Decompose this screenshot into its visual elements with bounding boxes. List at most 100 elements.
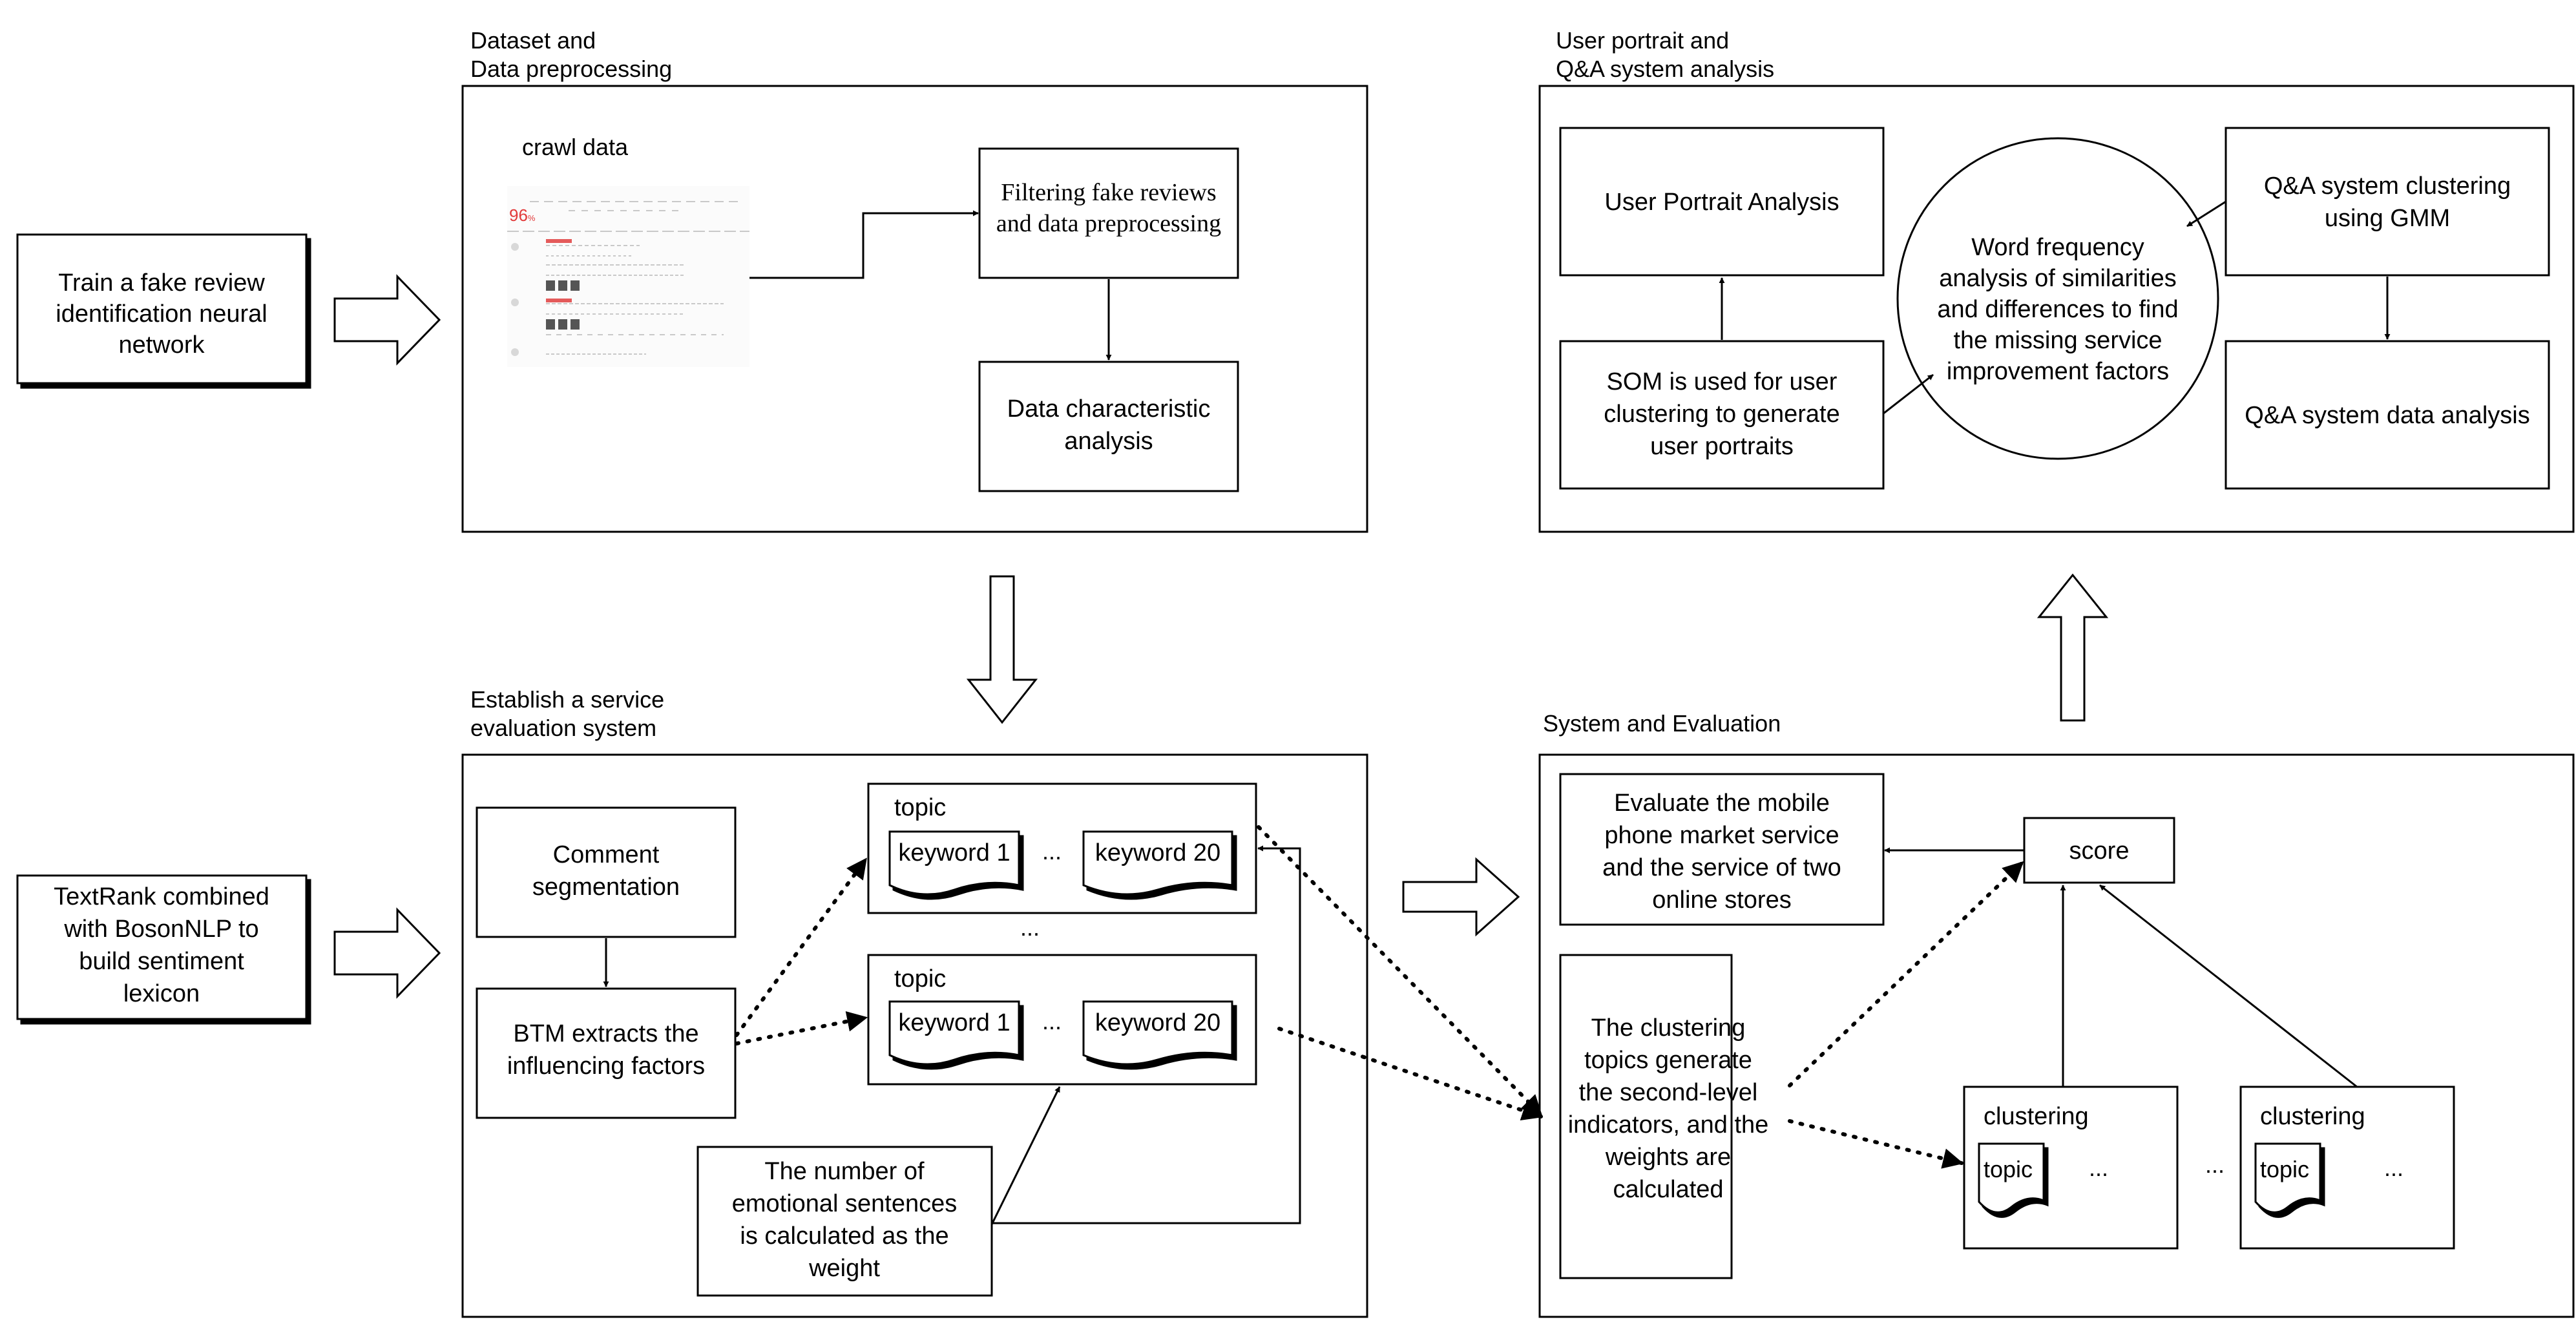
clustering-topics-box: The clustering topics generate the second-…: [1559, 954, 1769, 1279]
fake-review-box: Train a fake review identification neural…: [16, 233, 308, 384]
comment-segmentation-label: Comment segmentation: [532, 841, 680, 901]
score-box: score: [2023, 817, 2175, 884]
text-line: improvement factors: [1947, 358, 2169, 385]
ellipsis-1: ...: [1042, 838, 1062, 865]
text-line: clustering to generate: [1604, 401, 1839, 428]
text-line: indicators, and the: [1568, 1111, 1769, 1139]
topic-doc-1: [1978, 1142, 2045, 1213]
text-line: weight: [808, 1255, 880, 1282]
text-line: Data characteristic: [1007, 395, 1211, 423]
score-label: score: [2069, 837, 2130, 865]
comment-segmentation-box: Comment segmentation: [476, 806, 737, 938]
topic-box-1: topic keyword 1 ... keyword 20: [867, 782, 1257, 914]
hollow-arrow-right-3: [1402, 857, 1520, 937]
thumbnail-rating-value: 96%: [509, 205, 536, 225]
keyword-label-1b: keyword 20: [1095, 839, 1220, 866]
som-label: SOM is used for user clustering to genera…: [1604, 368, 1839, 460]
text-line: TextRank combined: [54, 883, 269, 910]
text-line: phone market service: [1604, 822, 1839, 849]
text-line: network: [118, 331, 205, 359]
clustering-label-1: clustering: [1984, 1103, 2089, 1130]
user-portrait-label: User Portrait Analysis: [1604, 189, 1839, 216]
fake-review-label: Train a fake review identification neural…: [56, 269, 267, 359]
text-line: topics generate: [1584, 1047, 1752, 1074]
keyword-doc-1a: [888, 830, 1020, 896]
text-line: evaluation system: [470, 715, 656, 741]
qa-analysis-box: Q&A system data analysis: [2225, 340, 2550, 490]
dotted-arrow-btm-to-topic2: [735, 1011, 868, 1045]
dotted-arrow-clustering-topics-to-clustering: [1788, 1119, 1964, 1169]
text-line: Dataset and: [470, 27, 596, 54]
clustering-label-2: clustering: [2260, 1103, 2365, 1130]
keyword-label-2a: keyword 1: [898, 1009, 1010, 1036]
section-title-system: System and Evaluation: [1543, 710, 1781, 737]
filtering-box: Filtering fake reviews and data preproces…: [978, 147, 1239, 279]
text-line: weights are: [1605, 1144, 1731, 1171]
text-line: Q&A system analysis: [1556, 56, 1774, 82]
text-line: the missing service: [1953, 327, 2162, 354]
text-line: SOM is used for user: [1607, 368, 1838, 395]
dataset-panel: [461, 85, 1368, 533]
topic-label-1: topic: [894, 794, 946, 821]
ellipsis-2: ...: [1042, 1008, 1062, 1034]
arrow-clustering2-to-score: [2099, 884, 2358, 1088]
keyword-doc-2a: [888, 1000, 1020, 1065]
crawl-data-label: crawl data: [522, 134, 629, 160]
dotted-arrow-btm-to-topic1: [735, 857, 868, 1037]
arrow-qa-to-circle: [2186, 200, 2226, 227]
hollow-arrow-up: [2037, 573, 2109, 722]
text-line: using GMM: [2325, 205, 2450, 232]
keyword-label-1a: keyword 1: [898, 839, 1010, 866]
clustering-box-2: clustering topic ...: [2239, 1086, 2455, 1250]
arrow-crawl-to-filtering: [749, 210, 979, 279]
text-line: and differences to find: [1937, 296, 2178, 323]
dotted-arrow-topic1-to-clustering-topics: [1257, 825, 1543, 1117]
clustering-ellipsis-2: ...: [2384, 1155, 2403, 1181]
topic-label-2: topic: [894, 965, 946, 992]
keyword-doc-1b: [1082, 830, 1233, 896]
text-line: Word frequency: [1971, 234, 2144, 261]
dotted-arrow-topic2-to-clustering-topics: [1277, 1027, 1544, 1120]
text-line: Train a fake review: [58, 269, 265, 297]
filtering-label: Filtering fake reviews and data preproces…: [996, 179, 1221, 237]
establish-panel: [461, 753, 1368, 1318]
topic-box-2: topic keyword 1 ... keyword 20: [867, 954, 1257, 1086]
user-portrait-box: User Portrait Analysis: [1559, 127, 1885, 277]
text-line: identification neural: [56, 300, 267, 328]
text-line: is calculated as the: [740, 1223, 948, 1250]
keyword-doc-2b: [1082, 1000, 1233, 1065]
crawled-page-thumbnail: 96%: [507, 186, 749, 367]
text-line: The number of: [764, 1158, 925, 1185]
text-line: Filtering fake reviews: [1001, 179, 1216, 206]
text-line: and data preprocessing: [996, 210, 1221, 237]
text-line: Comment: [553, 841, 660, 868]
som-box: SOM is used for user clustering to genera…: [1559, 340, 1885, 490]
portrait-panel: [1538, 85, 2575, 533]
text-line: online stores: [1652, 887, 1791, 914]
dotted-arrow-clustering-topics-to-score: [1788, 861, 2024, 1087]
text-line: Data preprocessing: [470, 56, 672, 82]
system-panel: [1538, 753, 2575, 1318]
text-line: with BosonNLP to: [63, 916, 258, 943]
topic-doc-label-2: topic: [2260, 1156, 2309, 1182]
text-line: The clustering: [1591, 1014, 1746, 1042]
text-line: segmentation: [532, 874, 680, 901]
text-line: influencing factors: [507, 1053, 705, 1080]
text-line: the second-level: [1579, 1079, 1758, 1106]
text-line: Evaluate the mobile: [1614, 790, 1830, 817]
keyword-label-2b: keyword 20: [1095, 1009, 1220, 1036]
